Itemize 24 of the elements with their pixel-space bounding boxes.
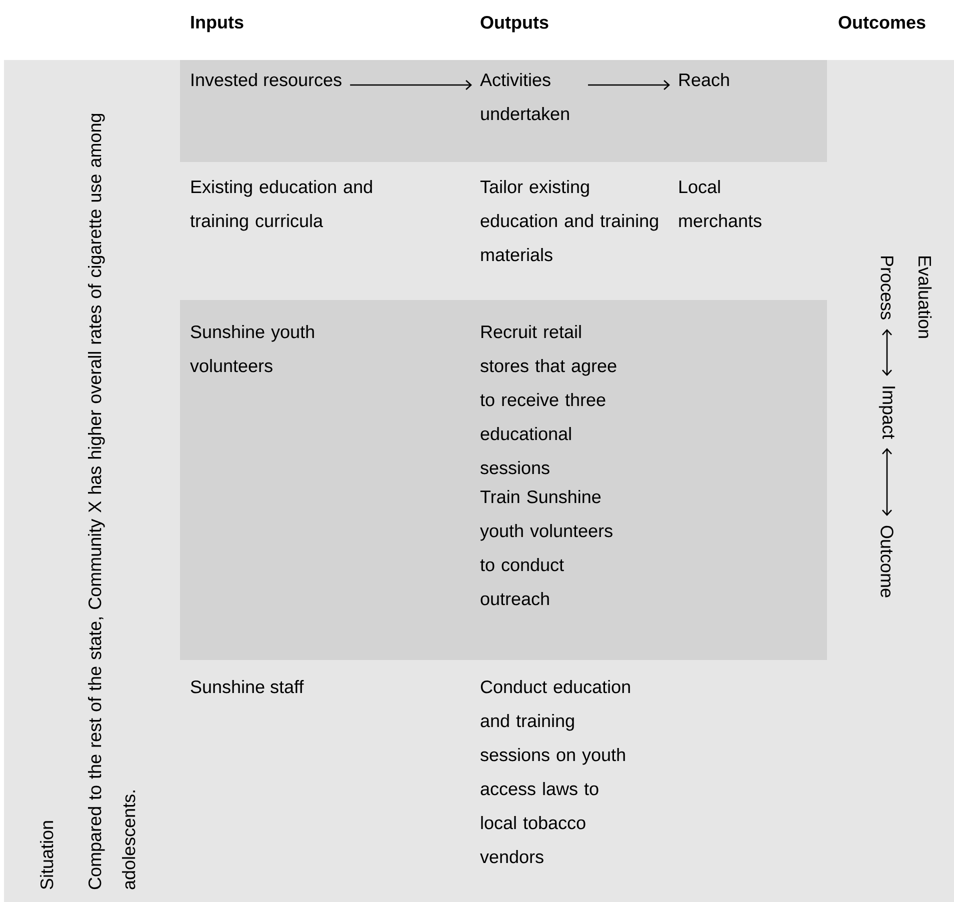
cell-text: Existing education and training curricula [190,180,372,231]
flow-text: Reach [679,73,729,86]
flow-text: Outcome [880,526,894,598]
arrow [350,80,472,90]
arrow [588,80,670,90]
flow-text: Process [880,256,894,320]
vertical-heading: Situation [40,821,54,890]
column-heading: Outputs [480,16,548,32]
double-arrow [882,448,892,516]
column-heading: Inputs [191,16,244,32]
flow-text: Impact [878,386,896,439]
vertical-heading: Evaluation [918,256,932,338]
cell-text: Local merchants [679,180,762,228]
flow-text: Activities undertaken [480,73,569,120]
cell-text: Tailor existing education and training materials [480,180,658,262]
cell-text: Conduct education and training sessions on youth access laws to local tobacco vendors [480,680,630,864]
cell-text: Train Sunshine youth volunteers to conduct outreach [480,490,612,606]
column-heading: Outcomes [838,16,926,29]
cell-text: Sunshine youth volunteers [190,325,314,372]
cell-text: Sunshine staff [190,680,304,694]
cell-text: Recruit retail stores that agree to receive three educational sessions [480,325,616,474]
flow-text: Invested resources [192,73,342,86]
vertical-text: Compared to the rest of the state, Community X has higher overall rates of cigarette use among adolescents. [88,114,136,890]
double-arrow [882,329,892,376]
